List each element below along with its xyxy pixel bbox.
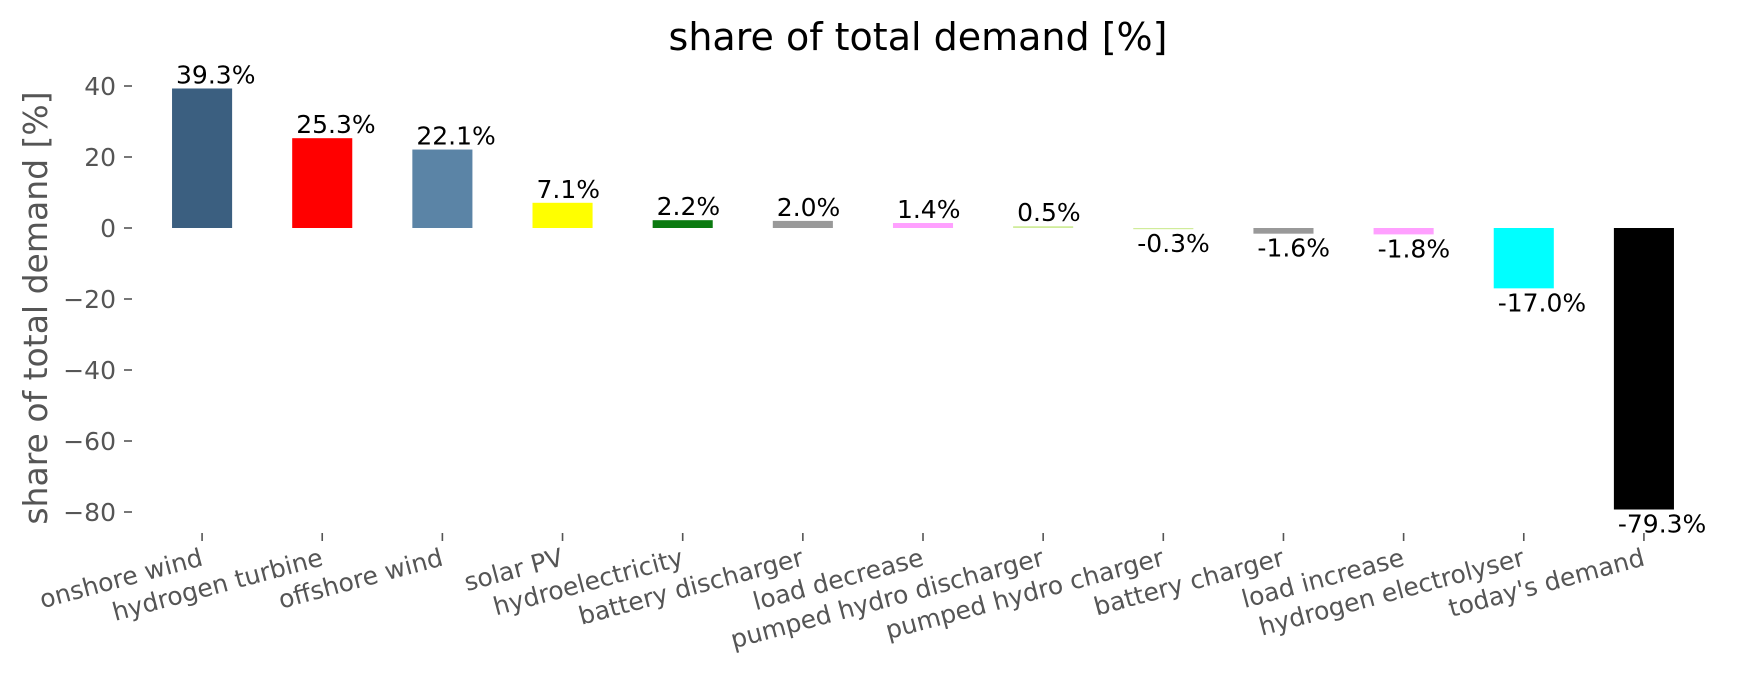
data-label: 2.0% — [777, 193, 841, 222]
y-tick-label: −80 — [63, 498, 116, 527]
bar-load-decrease — [892, 223, 954, 228]
y-tick-label: 0 — [100, 214, 116, 243]
y-tick-label: −20 — [63, 285, 116, 314]
y-tick-label: 20 — [84, 143, 116, 172]
bars — [172, 88, 1674, 510]
data-label: 2.2% — [657, 192, 721, 221]
bar-battery-discharger — [772, 220, 833, 228]
data-label: -0.3% — [1137, 229, 1210, 258]
y-tick-label: 40 — [84, 72, 116, 101]
data-label: -17.0% — [1498, 288, 1586, 317]
data-label: -1.8% — [1378, 234, 1451, 263]
chart-title: share of total demand [%] — [669, 15, 1168, 59]
bar-hydroelectricity — [652, 220, 713, 228]
y-tick-label: −60 — [63, 427, 116, 456]
y-axis: 40 20 0 −20 −40 −60 −80 — [63, 72, 132, 527]
bar-onshore-wind — [172, 88, 233, 228]
y-tick-label: −40 — [63, 356, 116, 385]
data-label: 7.1% — [537, 175, 601, 204]
bar-load-increase — [1373, 228, 1434, 235]
data-label: 22.1% — [416, 122, 495, 151]
data-label: 1.4% — [897, 195, 961, 224]
data-label: -79.3% — [1618, 510, 1706, 539]
y-axis-label: share of total demand [%] — [16, 91, 55, 524]
bar-hydrogen-turbine — [292, 138, 353, 228]
bar-solar-pv — [532, 202, 593, 228]
data-label: 0.5% — [1017, 198, 1081, 227]
data-label: 39.3% — [176, 60, 255, 89]
bar-pumped-hydro-discharger — [1013, 226, 1074, 228]
bar-pumped-hydro-charger — [1133, 228, 1194, 230]
data-labels: 39.3% 25.3% 22.1% 7.1% 2.2% 2.0% 1.4% 0.5% -0.3%… — [176, 60, 1706, 538]
bar-battery-charger — [1253, 228, 1314, 234]
data-label: 25.3% — [296, 110, 375, 139]
bar-offshore-wind — [412, 149, 473, 228]
data-label: -1.6% — [1257, 234, 1330, 263]
bar-today-s-demand — [1613, 228, 1674, 510]
bar-hydrogen-electrolyser — [1493, 228, 1554, 289]
